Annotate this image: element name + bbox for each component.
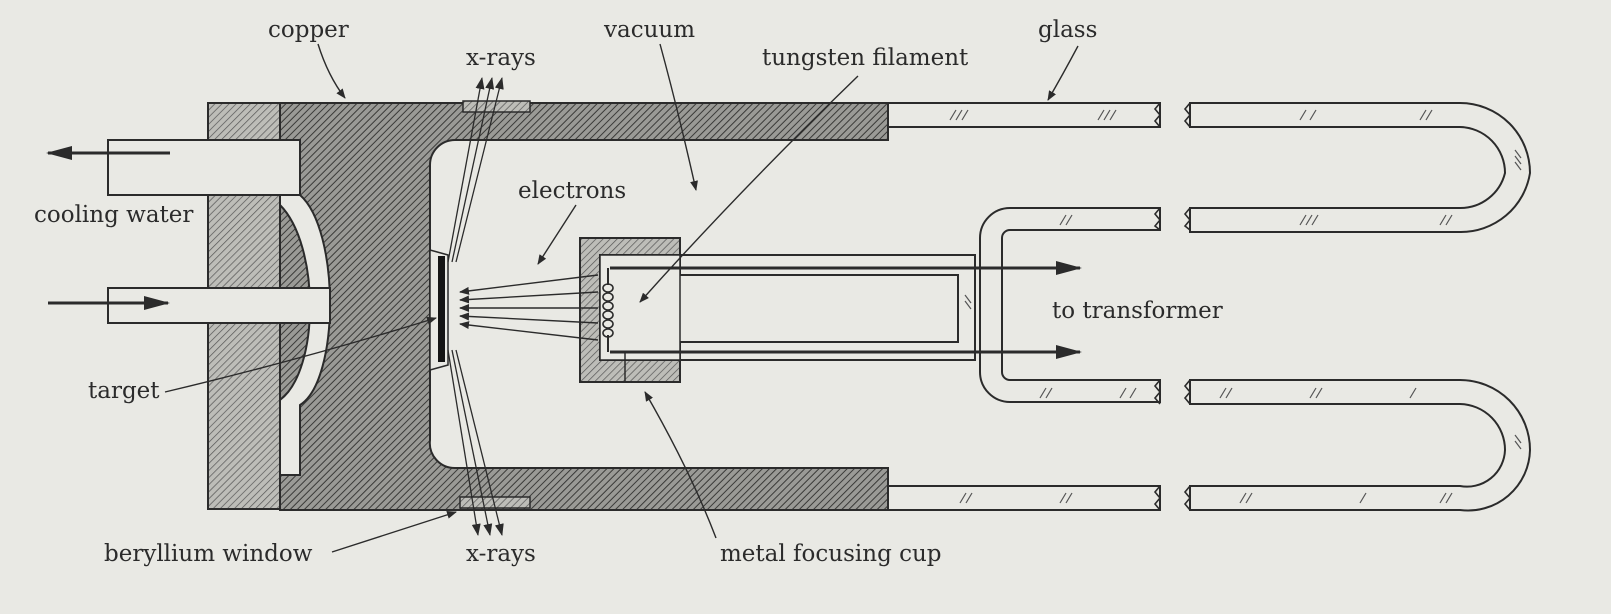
glass-tube-top-right <box>1189 102 1532 234</box>
electron-ray <box>459 321 599 341</box>
leader-glass <box>1047 45 1079 101</box>
label-tungsten-filament: tungsten filament <box>762 45 969 71</box>
label-metal-focusing-cup: metal focusing cup <box>720 541 942 567</box>
label-cooling-water: cooling water <box>34 202 193 228</box>
copper-anode <box>107 100 889 511</box>
glass-tube-bottom-right <box>1189 379 1532 512</box>
electron-beams <box>459 274 599 341</box>
glass-tube-top <box>887 102 1161 128</box>
leader-electrons <box>537 204 577 265</box>
electron-ray <box>459 312 599 324</box>
tube-break-marks <box>1153 102 1192 511</box>
leader-lines <box>164 43 1079 553</box>
leader-focusing-cup <box>644 391 717 539</box>
cooling-channel <box>279 139 331 476</box>
electron-ray <box>459 274 599 295</box>
xray-beams-bottom <box>447 349 504 536</box>
inflow-pipe <box>107 287 331 324</box>
label-beryllium-window: beryllium window <box>104 541 313 567</box>
outflow-pipe <box>107 139 301 196</box>
leader-tungsten <box>639 75 859 303</box>
label-xrays-top: x-rays <box>466 45 536 71</box>
leader-copper <box>317 43 346 99</box>
glass-tube-inner-top <box>979 207 1161 403</box>
glass-hatch-marks <box>949 109 1522 504</box>
label-vacuum: vacuum <box>603 17 695 43</box>
label-to-transformer: to transformer <box>1052 298 1223 324</box>
label-copper: copper <box>268 17 349 43</box>
glass-envelope <box>679 102 1532 512</box>
label-glass: glass <box>1038 17 1097 43</box>
cathode-assembly <box>579 237 1082 383</box>
label-target: target <box>88 378 160 404</box>
tungsten-filament-coil <box>602 283 614 338</box>
leader-vacuum <box>659 43 698 191</box>
xray-beams-top <box>447 77 504 263</box>
electron-ray <box>459 291 599 304</box>
leader-beryllium <box>331 510 457 553</box>
glass-tube-bottom <box>887 485 1161 511</box>
copper-body <box>279 102 889 511</box>
label-electrons: electrons <box>518 178 626 204</box>
leader-target <box>164 316 437 393</box>
glass-stem <box>679 254 976 361</box>
label-xrays-bottom: x-rays <box>466 541 536 567</box>
